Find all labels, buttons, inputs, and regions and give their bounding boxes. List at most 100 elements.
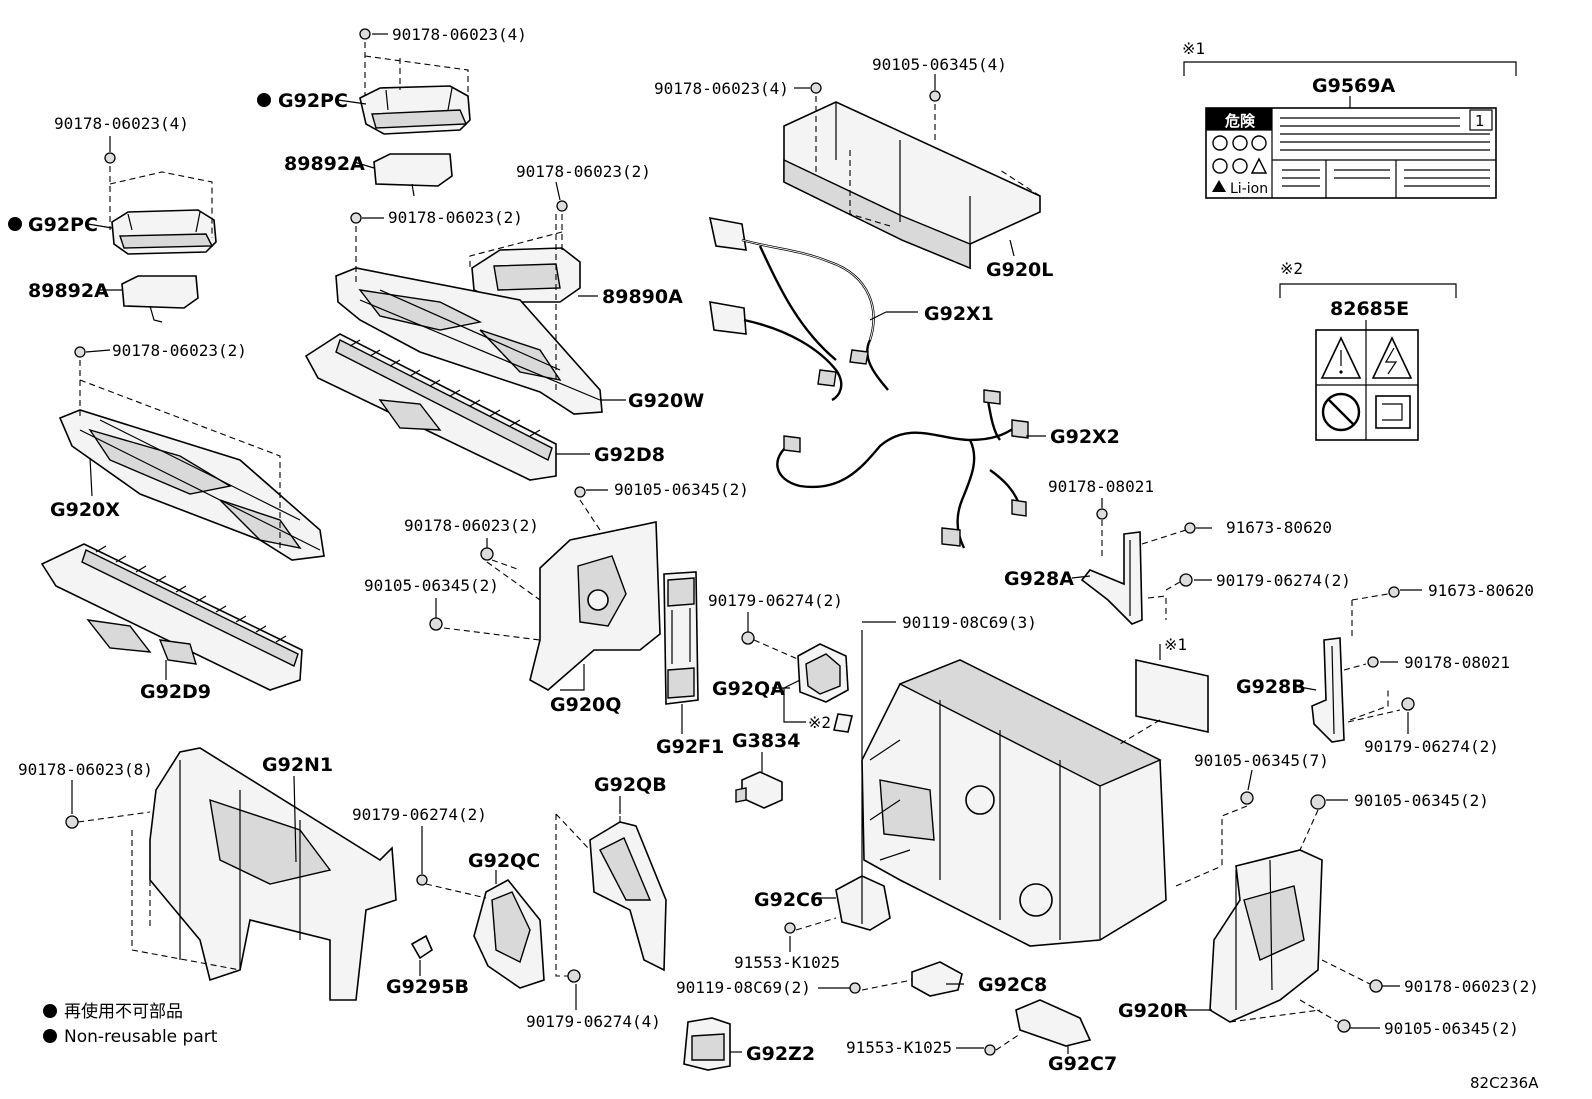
part-g928b — [1311, 586, 1415, 743]
label-90119-08c69-3: 90119-08C69(3) — [902, 613, 1037, 632]
label-90179-06274-2-b: 90179-06274(2) — [1216, 571, 1351, 590]
label-90105-06345-2-d: 90105-06345(2) — [1384, 1019, 1519, 1038]
part-g920w — [335, 212, 603, 415]
part-g920x — [58, 346, 325, 561]
part-g92qb — [567, 821, 667, 983]
legend-marker-jp — [43, 1004, 57, 1018]
label-90179-06274-2-c: 90179-06274(2) — [1364, 737, 1499, 756]
label-g920r: G920R — [1118, 1000, 1188, 1022]
label-90179-06274-2-d: 90179-06274(2) — [352, 805, 487, 824]
label-ref2-small: ※2 — [808, 713, 831, 732]
label-g92x2: G92X2 — [1050, 426, 1120, 448]
label-91673-80620-b: 91673-80620 — [1428, 581, 1534, 600]
part-g92qc — [416, 874, 545, 989]
label-90178-06023-2-d: 90178-06023(2) — [404, 516, 539, 535]
part-89892a-left — [121, 275, 199, 323]
label-90178-08021-b: 90178-08021 — [1404, 653, 1510, 672]
label-90105-06345-2-b: 90105-06345(2) — [364, 576, 499, 595]
label-g92c6: G92C6 — [754, 889, 823, 911]
label-g9569a-bracket — [1183, 61, 1517, 108]
label-89890a: 89890A — [602, 286, 683, 308]
label-g92qa: G92QA — [712, 678, 785, 700]
label-90178-06023-4-c: 90178-06023(4) — [654, 79, 789, 98]
non-reusable-marker-left — [8, 217, 22, 231]
label-90178-06023-2-b: 90178-06023(2) — [388, 208, 523, 227]
label-g928a: G928A — [1004, 568, 1074, 590]
label-ref2-top: ※2 — [1280, 259, 1303, 278]
label-g920x: G920X — [50, 499, 120, 521]
part-89892a-top — [373, 153, 453, 197]
part-g9295b — [410, 934, 433, 960]
label-g92c8: G92C8 — [978, 974, 1047, 996]
part-battery-assembly — [861, 659, 1167, 947]
label-g92z2: G92Z2 — [746, 1043, 815, 1065]
label-90178-06023-4-b: 90178-06023(4) — [54, 114, 189, 133]
label-91673-80620-a: 91673-80620 — [1226, 518, 1332, 537]
label-g92pc-top: G92PC — [278, 90, 348, 112]
part-g92d8 — [304, 333, 557, 481]
part-ref2-tag — [833, 713, 853, 733]
label-g9569a-badge: Li-ion — [1230, 181, 1268, 197]
part-g92c8 — [849, 961, 963, 997]
label-82685e: 82685E — [1330, 298, 1409, 320]
part-g3834 — [735, 771, 783, 809]
part-g92f1 — [663, 571, 699, 705]
label-g9569a: G9569A — [1312, 75, 1395, 97]
label-g92pc-left: G92PC — [28, 214, 98, 236]
label-g92f1: G92F1 — [656, 736, 724, 758]
part-g92x1 — [708, 216, 889, 402]
label-ref1-small: ※1 — [1164, 635, 1187, 654]
label-g928b: G928B — [1236, 676, 1306, 698]
label-90179-06274-4: 90179-06274(4) — [526, 1012, 661, 1031]
part-g920l — [783, 82, 1041, 270]
legend-marker-en — [43, 1029, 57, 1043]
part-g92qa — [741, 631, 849, 703]
label-g9569a-sheet — [1205, 107, 1497, 199]
part-g920q — [429, 486, 661, 691]
label-90105-06345-2-c: 90105-06345(2) — [1354, 791, 1489, 810]
label-90178-06023-8: 90178-06023(8) — [18, 760, 153, 779]
label-90105-06345-2-a: 90105-06345(2) — [614, 480, 749, 499]
part-g920r — [1209, 791, 1383, 1033]
label-g92d9: G92D9 — [140, 681, 211, 703]
label-g3834: G3834 — [732, 730, 800, 752]
label-90178-06023-2-e: 90178-06023(2) — [1404, 977, 1539, 996]
part-89890a — [471, 200, 581, 303]
label-91553-k1025-b: 91553-K1025 — [846, 1038, 952, 1057]
part-g92c7 — [984, 999, 1092, 1056]
legend-en: Non-reusable part — [64, 1027, 218, 1047]
label-89892a-left: 89892A — [28, 280, 109, 302]
label-90179-06274-2-a: 90179-06274(2) — [708, 591, 843, 610]
label-g9295b: G9295B — [386, 976, 469, 998]
label-90178-08021-a: 90178-08021 — [1048, 477, 1154, 496]
part-g92x2 — [776, 389, 1029, 549]
label-90105-06345-7: 90105-06345(7) — [1194, 751, 1329, 770]
part-g928a — [1080, 508, 1196, 625]
label-g920l: G920L — [986, 259, 1053, 281]
label-82685e-bracket — [1279, 283, 1457, 330]
label-g92x1: G92X1 — [924, 303, 994, 325]
label-91553-k1025-a: 91553-K1025 — [734, 953, 840, 972]
part-label-location — [1135, 659, 1209, 733]
label-90105-06345-4: 90105-06345(4) — [872, 55, 1007, 74]
label-g920q: G920Q — [550, 694, 621, 716]
part-g92n1 — [65, 747, 397, 1001]
label-ref1-top: ※1 — [1182, 39, 1205, 58]
label-g9569a-page-num: 1 — [1475, 112, 1485, 130]
part-g92pc-top — [359, 28, 471, 135]
leader-lines — [71, 33, 1422, 1054]
label-g92n1: G92N1 — [262, 754, 333, 776]
part-g92z2 — [683, 1017, 731, 1071]
label-g92d8: G92D8 — [594, 444, 665, 466]
label-90178-06023-2-c: 90178-06023(2) — [112, 341, 247, 360]
label-g92qc: G92QC — [468, 850, 540, 872]
non-reusable-marker-top — [257, 93, 271, 107]
label-g92qb: G92QB — [594, 774, 667, 796]
label-82685e-sheet — [1315, 329, 1419, 441]
label-90119-08c69-2: 90119-08C69(2) — [676, 978, 811, 997]
label-90178-06023-4-a: 90178-06023(4) — [392, 25, 527, 44]
label-g92c7: G92C7 — [1048, 1053, 1117, 1075]
legend-jp: 再使用不可部品 — [64, 1001, 183, 1022]
figure-id: 82C236A — [1470, 1074, 1539, 1092]
